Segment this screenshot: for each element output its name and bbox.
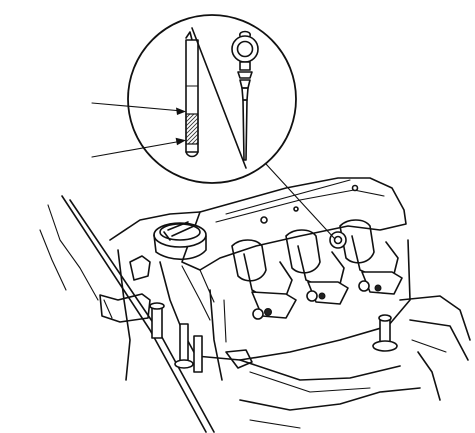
dipstick-icon — [231, 30, 259, 161]
oil-filler-cap-icon — [153, 221, 207, 261]
callout-leader-line — [265, 163, 335, 239]
cam-cover — [181, 177, 407, 271]
detail-circle — [127, 14, 297, 184]
ignition-coil-icon — [231, 219, 403, 320]
lower-sensor — [149, 302, 203, 373]
arrow-icon — [91, 102, 186, 158]
engine-icon — [39, 177, 471, 433]
hose-line-left — [61, 195, 207, 433]
dipstick-tip-icon — [185, 31, 199, 158]
stud-bolt — [372, 314, 398, 352]
